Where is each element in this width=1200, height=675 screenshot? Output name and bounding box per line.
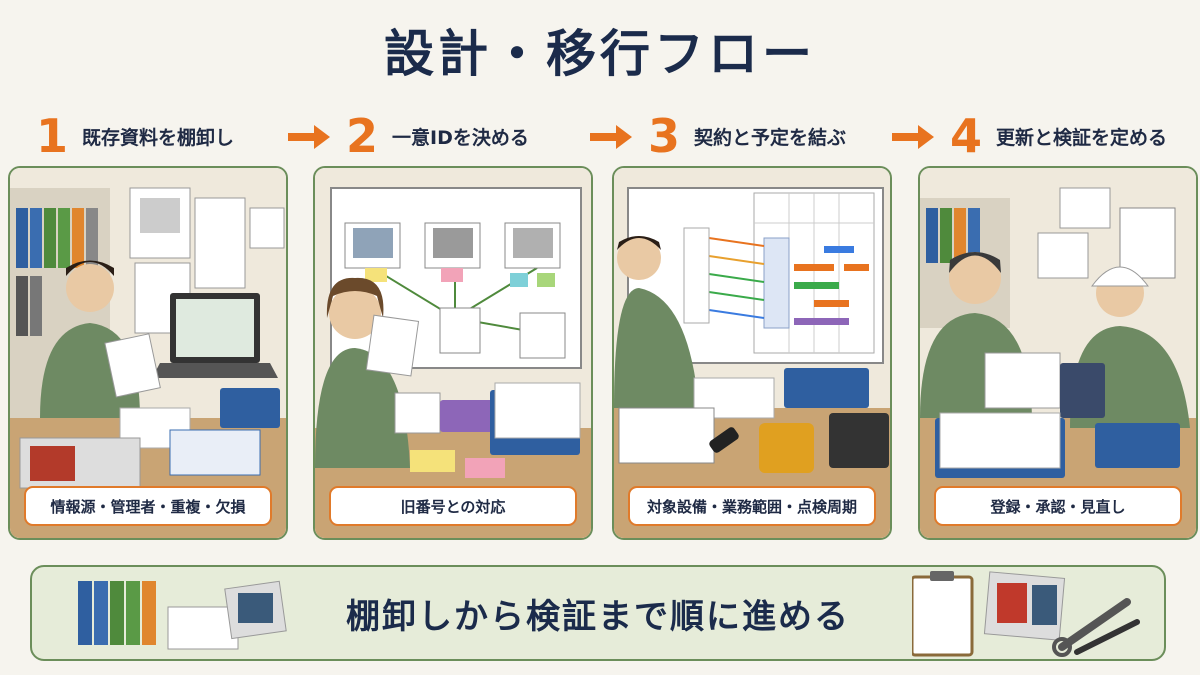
laptop-icon [152,293,278,378]
step-4-label: 更新と検証を定める [996,126,1168,149]
step-1-header: 1 既存資料を棚卸し [36,108,234,164]
arrow-icon [892,125,934,149]
page-title: 設計・移行フロー [384,25,816,83]
binders-icon [926,208,980,263]
worker-person-icon [614,236,699,408]
step-3-number: 3 [648,109,681,163]
step-3-label: 契約と予定を結ぶ [694,126,847,149]
footer-banner: 棚卸しから検証まで順に進める [30,565,1166,661]
step-2-panel: 旧番号との対応 [313,166,593,540]
step-2-caption: 旧番号との対応 [329,486,577,526]
step-1-label: 既存資料を棚卸し [82,126,235,149]
arrow-icon [288,125,330,149]
footer-text: 棚卸しから検証まで順に進める [346,597,850,637]
step-2-header: 2 一意IDを決める [346,108,529,164]
arrow-icon [590,125,632,149]
clipboard-tools-icon [912,571,1140,657]
step-2-number: 2 [346,109,379,163]
binders-documents-icon [78,580,287,650]
step-1-panel: 情報源・管理者・重複・欠損 [8,166,288,540]
binders-icon [16,208,98,336]
contract-schedule-scene-illustration [614,168,890,538]
worker-person-icon [315,277,410,468]
step-4-caption: 登録・承認・見直し [934,486,1182,526]
step-3-header: 3 契約と予定を結ぶ [648,108,846,164]
step-4-number: 4 [950,109,983,163]
schedule-bars [794,246,869,325]
step-1-number: 1 [36,109,69,163]
id-diagram-scene-illustration [315,168,591,538]
step-3-panel: 対象設備・業務範囲・点検周期 [612,166,892,540]
step-1-caption: 情報源・管理者・重複・欠損 [24,486,272,526]
step-4-header: 4 更新と検証を定める [950,108,1167,164]
step-2-label: 一意IDを決める [392,126,529,149]
update-verify-scene-illustration [920,168,1196,538]
step-3-caption: 対象設備・業務範囲・点検周期 [628,486,876,526]
step-4-panel: 登録・承認・見直し [918,166,1198,540]
inventory-scene-illustration [10,168,286,538]
